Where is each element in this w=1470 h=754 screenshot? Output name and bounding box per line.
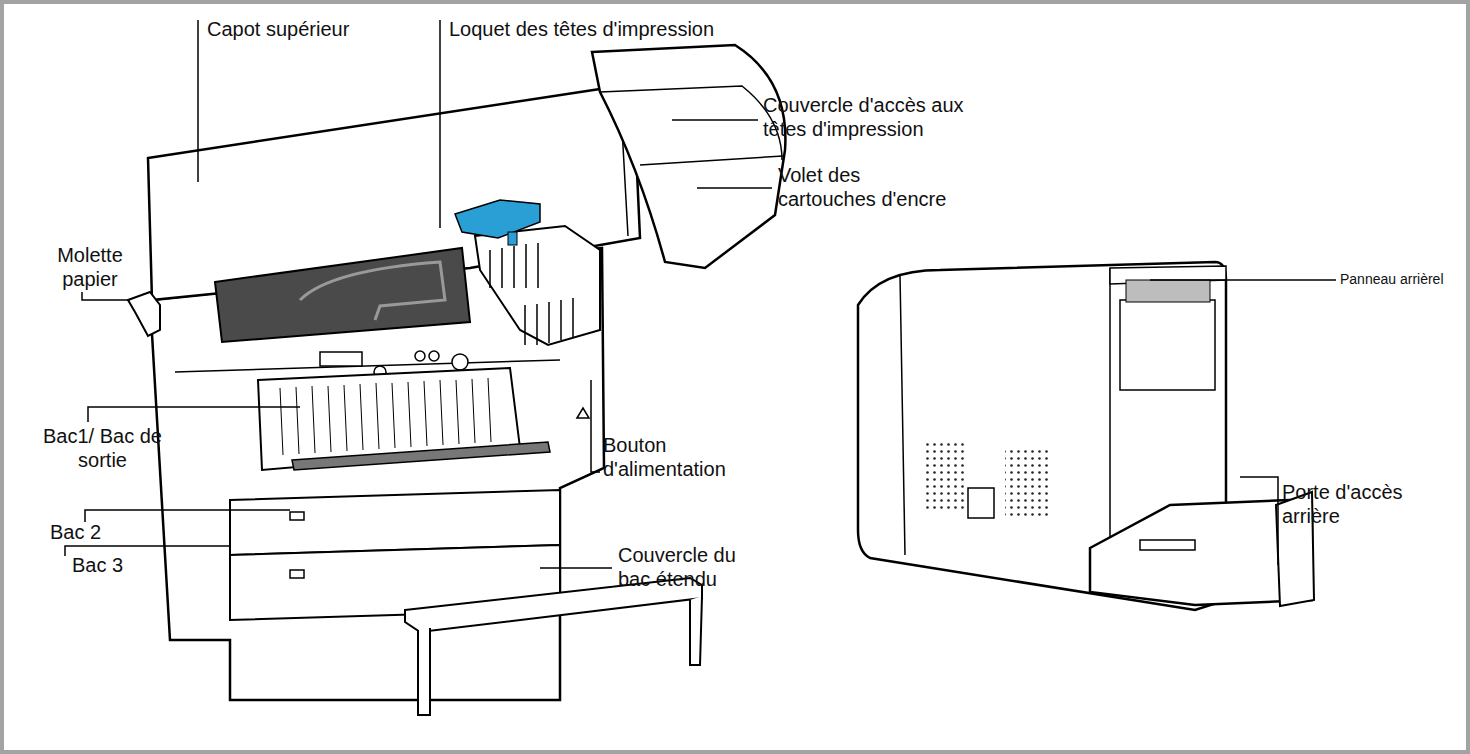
cover-leg xyxy=(690,596,702,665)
part-label: Bac1/ Bac de sortie xyxy=(40,424,165,472)
printhead-slots xyxy=(490,243,538,288)
rear-roller xyxy=(1126,280,1210,302)
power-socket xyxy=(968,488,994,518)
leader-lines xyxy=(65,20,1336,568)
control-button xyxy=(429,351,439,361)
printhead-cover xyxy=(592,45,785,268)
leader-line xyxy=(672,119,758,121)
cover-fold xyxy=(600,86,782,160)
rear-opening xyxy=(1120,300,1215,390)
ink-slots xyxy=(525,298,573,345)
leader-line xyxy=(439,20,441,228)
paper-knob xyxy=(128,292,160,336)
control-display xyxy=(320,352,362,366)
leader-line xyxy=(197,20,199,182)
tray-lip xyxy=(292,442,550,470)
leader-line xyxy=(85,510,290,522)
cover-leg xyxy=(418,628,430,715)
tray-ribs xyxy=(280,378,491,455)
part-label: Volet des cartouches d'encre xyxy=(778,163,958,211)
latch-tab xyxy=(508,232,517,245)
printhead-latch xyxy=(455,200,540,238)
power-button xyxy=(577,408,589,418)
leader-line xyxy=(697,187,772,189)
vent-grid xyxy=(1005,450,1050,520)
part-label: Bouton d'alimentation xyxy=(603,433,743,481)
leader-line xyxy=(1240,477,1278,565)
part-label: Bac 2 xyxy=(50,520,130,544)
vent-grid xyxy=(925,440,965,510)
tray-2 xyxy=(230,490,560,555)
cover-split xyxy=(640,156,783,165)
scanner-glass xyxy=(215,248,470,342)
leader-line xyxy=(591,380,600,472)
part-label: Loquet des têtes d'impression xyxy=(449,17,769,41)
leader-line xyxy=(88,407,300,422)
part-label: Couvercle d'accès aux têtes d'impression xyxy=(763,93,1003,141)
part-label: Panneau arrièrel xyxy=(1340,271,1470,288)
leader-line xyxy=(1150,279,1336,281)
tray-handle xyxy=(290,570,304,578)
door-connector xyxy=(1140,540,1195,550)
glass-reflection xyxy=(300,262,445,320)
part-label: Molette papier xyxy=(40,243,140,291)
control-button xyxy=(452,354,468,370)
control-button xyxy=(415,351,425,361)
carriage-bay xyxy=(475,226,600,345)
leader-line xyxy=(540,567,612,569)
body-seam xyxy=(900,268,1110,590)
part-label: Porte d'accès arrière xyxy=(1282,480,1432,528)
part-label: Bac 3 xyxy=(72,553,152,577)
tray-handle xyxy=(290,512,304,520)
spacer xyxy=(1128,266,1129,267)
part-label: Couvercle du bac étendu xyxy=(618,543,768,591)
leader-line xyxy=(82,292,130,300)
